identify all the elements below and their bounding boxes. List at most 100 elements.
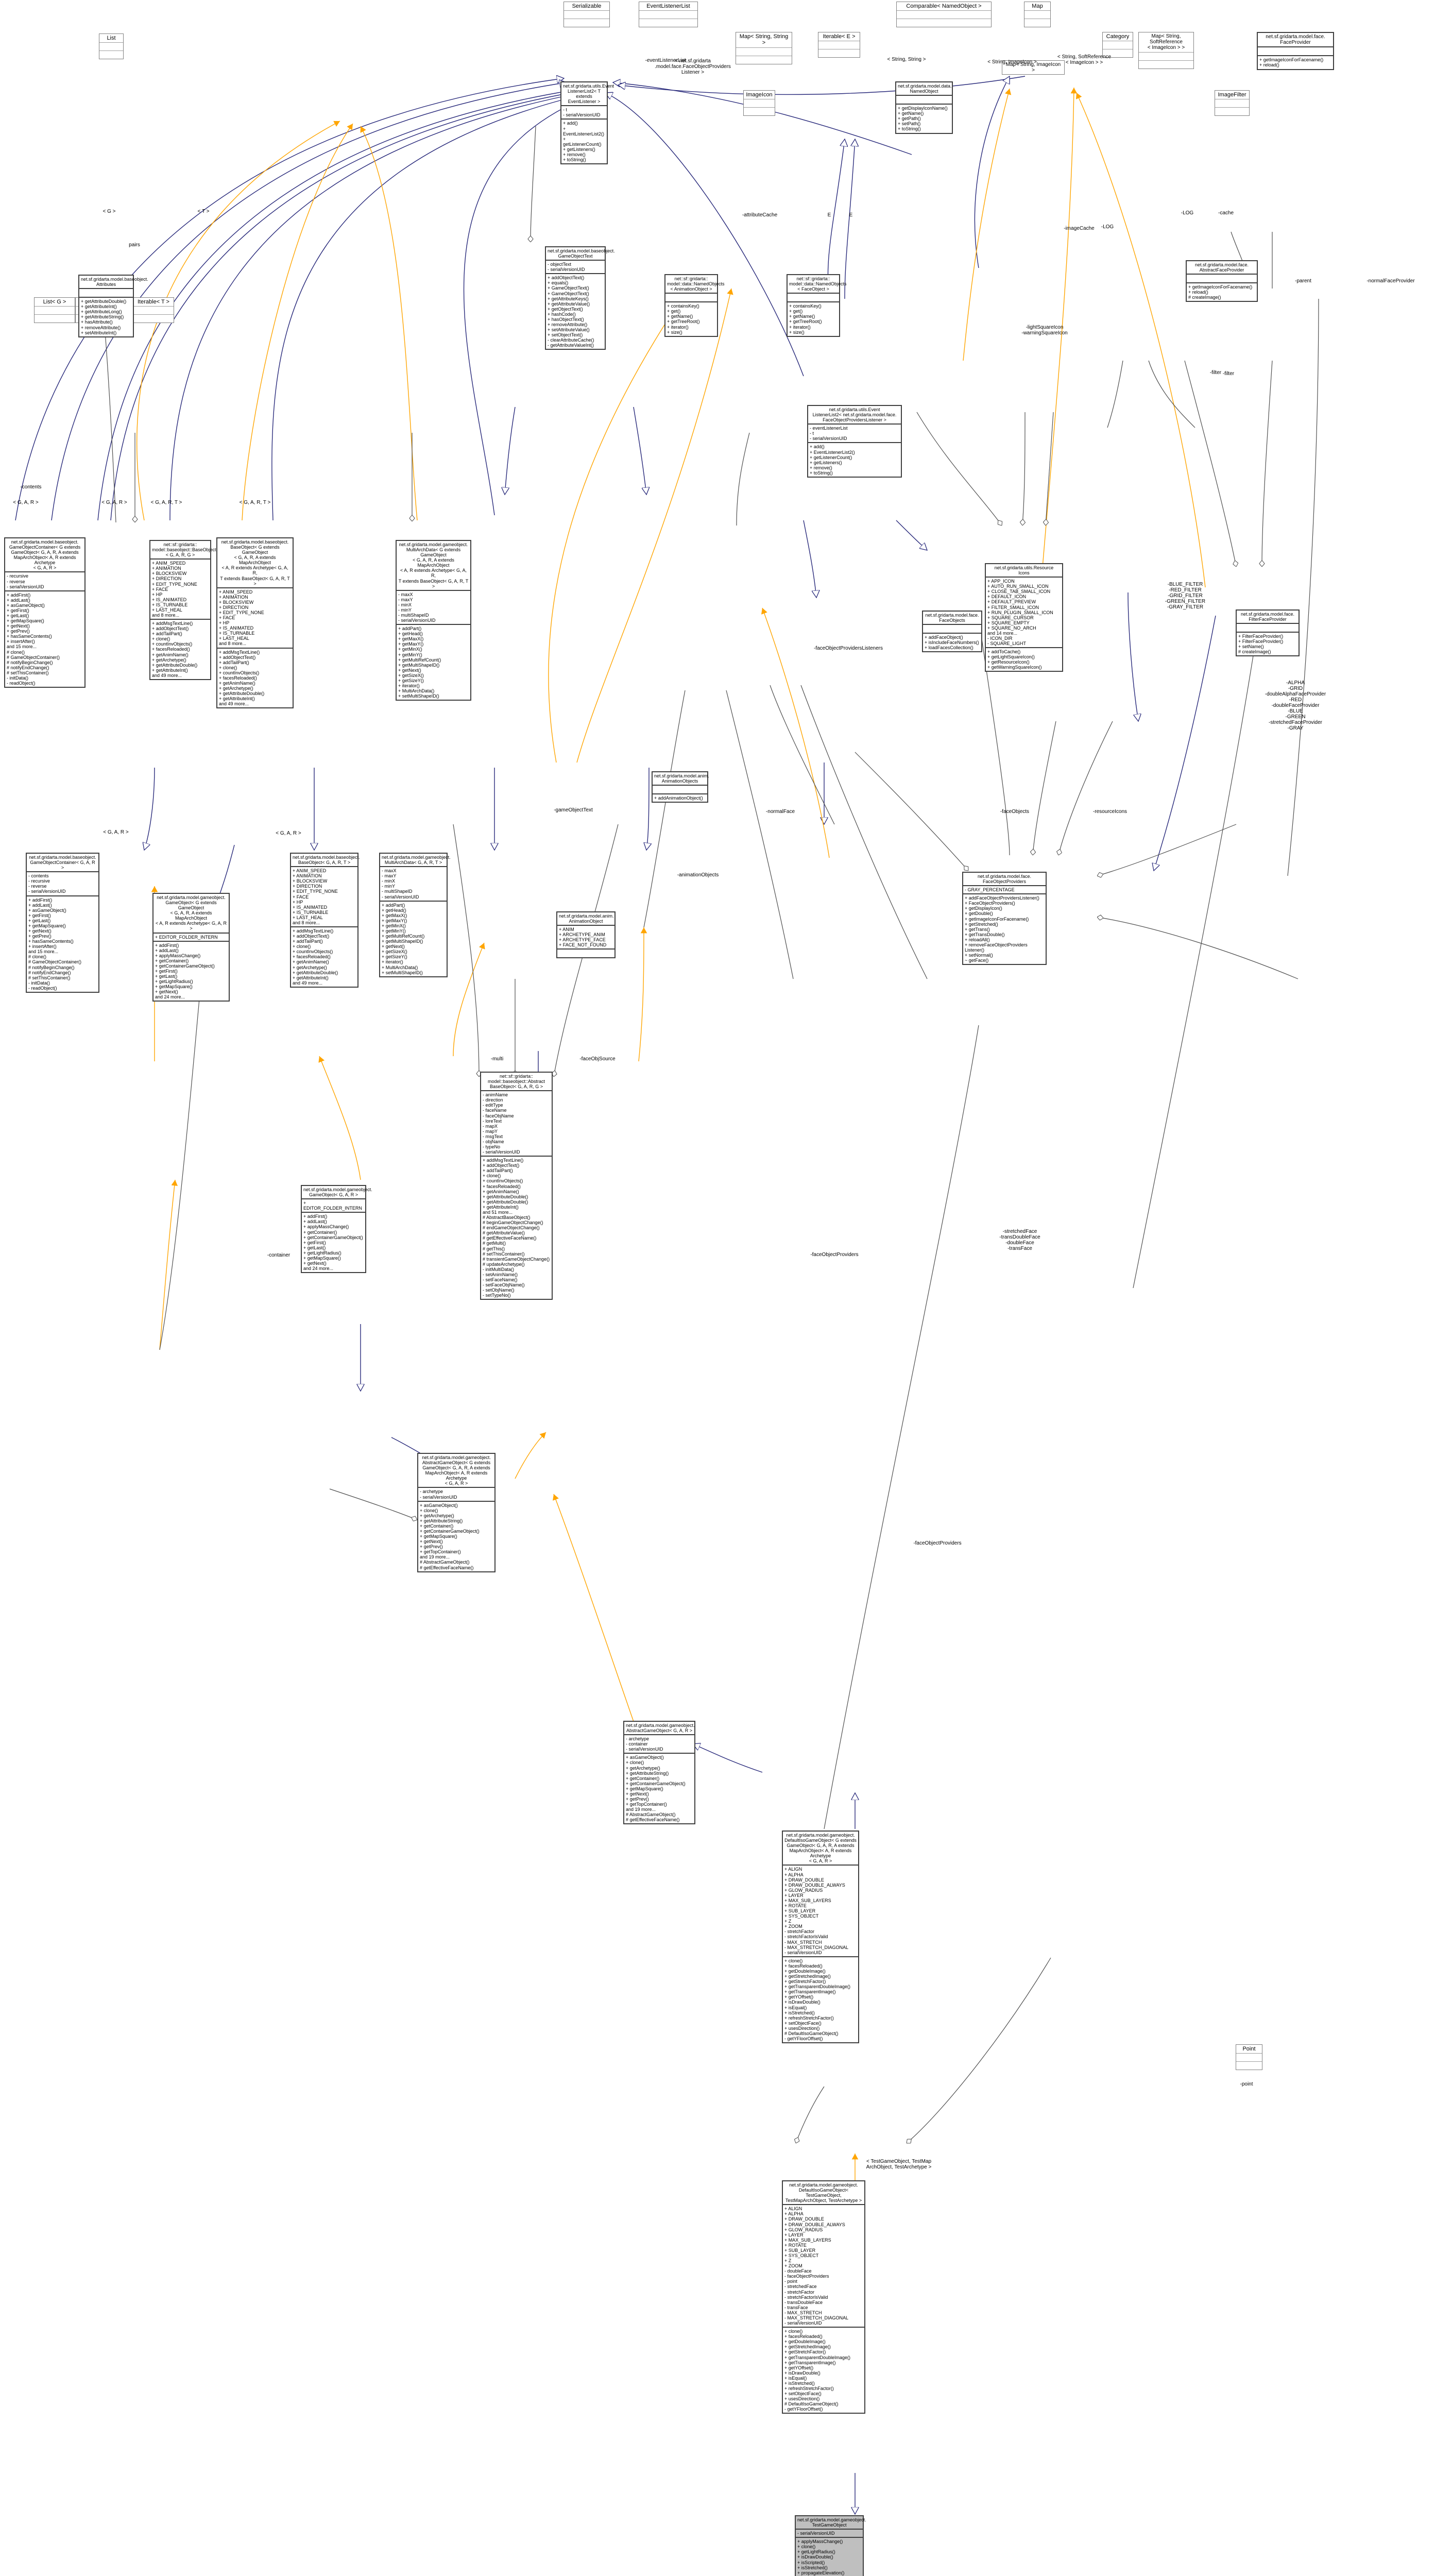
attribute: and 8 more...	[293, 920, 320, 925]
operations-section: + addToCache() + getLightSquareIcon() + …	[986, 647, 1062, 671]
class-node-imageicon[interactable]: ImageIcon	[743, 90, 775, 116]
attribute: - serialVersionUID	[797, 2531, 835, 2536]
class-node-namedobjects-animation[interactable]: net::sf::gridarta:: model::data::NamedOb…	[664, 274, 725, 337]
class-node-multiarchdata[interactable]: net.sf.gridarta.model.gameobject. MultiA…	[396, 540, 471, 701]
operation: + getTransparentDoubleImage()	[784, 2354, 850, 2360]
class-node-defaultisogameobject-test[interactable]: net.sf.gridarta.model.gameobject. Defaul…	[782, 2180, 865, 2414]
attribute: + SQUARE_NO_ARCH	[987, 625, 1036, 631]
operation: + getArchetype()	[152, 657, 186, 663]
class-node-animationobjects[interactable]: net.sf.gridarta.model.anim. AnimationObj…	[652, 771, 709, 803]
operation: + getAttributeKeys()	[548, 296, 589, 301]
operation: + getMapSquare()	[155, 984, 193, 990]
class-node-attributes[interactable]: net.sf.gridarta.model.baseobject. Attrib…	[78, 275, 148, 337]
operation: + reloadAll()	[965, 937, 990, 942]
attribute: + EDIT_TYPE_NONE	[152, 581, 197, 587]
class-node-faceobjects[interactable]: net.sf.gridarta.model.face. FaceObjects …	[922, 611, 982, 653]
class-node-baseobject-long[interactable]: net.sf.gridarta.model.baseobject. BaseOb…	[216, 537, 294, 709]
class-node-iterable-e[interactable]: Iterable< E >	[818, 32, 860, 58]
class-node-faceprovider[interactable]: net.sf.gridarta.model.face. FaceProvider…	[1257, 32, 1334, 70]
class-node-gameobjectcontainer-gar[interactable]: net.sf.gridarta.model.baseobject. GameOb…	[26, 853, 99, 993]
attributes-section: - maxX - maxY - minX - minY - multiShape…	[397, 589, 470, 624]
class-title: net.sf.gridarta.model.gameobject. Defaul…	[785, 2182, 862, 2204]
operation: + getAttributeInt()	[483, 1204, 519, 1210]
class-node-defaultisogameobject-long[interactable]: net.sf.gridarta.model.gameobject. Defaul…	[782, 1831, 859, 2044]
attribute: + ALPHA	[784, 2211, 804, 2217]
operation: Listener()	[965, 947, 985, 953]
class-node-multiarchdata-gart[interactable]: net.sf.gridarta.model.gameobject. MultiA…	[379, 853, 451, 977]
class-node-list-g[interactable]: List< G >	[34, 297, 75, 324]
operation: + toString()	[898, 126, 921, 132]
class-node-gameobjecttext[interactable]: net.sf.gridarta.model.baseobject. GameOb…	[545, 246, 615, 350]
attributes-section	[1024, 10, 1050, 19]
attribute: + ROTATE	[784, 2242, 807, 2248]
attribute: + GLOW_RADIUS	[784, 1887, 823, 1893]
class-node-comparable-namedobject[interactable]: Comparable< NamedObject >	[896, 2, 992, 28]
class-title: Iterable< T >	[138, 299, 169, 305]
attribute: - reverse	[28, 884, 47, 889]
operations-section: + addMsgTextLine() + addObjectText() + a…	[217, 647, 293, 708]
operation: # AbstractGameObject()	[626, 1812, 676, 1818]
class-node-filterfaceprovider[interactable]: net.sf.gridarta.model.face. FilterFacePr…	[1236, 609, 1300, 657]
class-node-serializable[interactable]: Serializable	[563, 2, 610, 28]
attribute: + APP_ICON	[987, 579, 1015, 584]
class-node-list[interactable]: List	[99, 33, 124, 60]
class-node-baseobject-gart[interactable]: net.sf.gridarta.model.baseobject. BaseOb…	[290, 853, 360, 988]
class-node-animationobject[interactable]: net.sf.gridarta.model.anim. AnimationObj…	[556, 911, 616, 959]
edge-label-faceobjprovlisteners: -faceObjectProvidersListeners	[814, 646, 883, 651]
operations-section: + getImageIconForFacename() + reload()	[1258, 55, 1333, 69]
class-node-abstractgameobject-long[interactable]: net.sf.gridarta.model.gameobject. Abstra…	[417, 1453, 496, 1572]
class-node-eventlistenerlist2-t[interactable]: net.sf.gridarta.utils.Event ListenerList…	[560, 81, 614, 165]
attributes-section: - archetype - serialVersionUID	[418, 1487, 494, 1500]
class-node-abstractfaceprovider[interactable]: net.sf.gridarta.model.face. AbstractFace…	[1186, 260, 1258, 302]
attribute: + EDITOR_FOLDER_INTERN	[303, 1200, 362, 1211]
operation: and 24 more...	[303, 1266, 334, 1272]
operation: + FilterFaceProvider()	[1238, 639, 1284, 645]
class-node-baseobject-garg[interactable]: net::sf::gridarta:: model::baseobject::B…	[149, 540, 216, 680]
class-node-abstractbaseobject-garg[interactable]: net::sf::gridarta:: model::baseobject::A…	[480, 1072, 553, 1300]
edge-label-e2: E	[849, 212, 853, 218]
operations-section: + getAttributeDouble() + getAttributeInt…	[79, 297, 133, 336]
operation: + getTreeRoot()	[667, 319, 700, 325]
edge-label-filters: -BLUE_FILTER -RED_FILTER -GRID_FILTER -G…	[1165, 582, 1206, 610]
class-node-gameobject-long[interactable]: net.sf.gridarta.model.gameobject. GameOb…	[152, 893, 230, 1002]
class-node-point[interactable]: Point	[1236, 2044, 1262, 2071]
class-node-category[interactable]: Category	[1102, 32, 1133, 58]
attribute: - serialVersionUID	[626, 1747, 663, 1752]
class-node-gameobjectcontainer-long[interactable]: net.sf.gridarta.model.baseobject. GameOb…	[4, 537, 86, 688]
class-node-map[interactable]: Map	[1024, 2, 1051, 28]
class-node-map-string-softref[interactable]: Map< String, SoftReference < ImageIcon >…	[1138, 32, 1194, 69]
class-node-resourceicons[interactable]: net.sf.gridarta.utils.Resource Icons + A…	[985, 563, 1063, 672]
operation: - readObject()	[28, 985, 57, 991]
attributes-section	[133, 306, 174, 314]
operation: + setPath()	[898, 121, 921, 127]
class-title: net.sf.gridarta.utils.Event ListenerList…	[563, 83, 614, 105]
attribute: - MAX_STRETCH	[784, 2310, 822, 2315]
attribute: - serialVersionUID	[810, 436, 847, 442]
class-node-namedobjects-face[interactable]: net::sf::gridarta:: model::data::NamedOb…	[787, 274, 847, 337]
operation: + getAnimName()	[483, 1189, 519, 1194]
attribute: and 14 more...	[987, 630, 1018, 636]
operation: + getTreeRoot()	[789, 319, 822, 325]
edge-label-filter: -filter	[1209, 370, 1222, 376]
attribute: - doubleFace	[784, 2268, 812, 2274]
class-node-namedobject[interactable]: net.sf.gridarta.model.data. NamedObject …	[895, 81, 953, 134]
class-node-eventlistenerlist2-fop[interactable]: net.sf.gridarta.utils.Event ListenerList…	[807, 405, 902, 478]
operation: + size()	[789, 329, 805, 335]
attribute: - serialVersionUID	[7, 584, 44, 589]
class-node-imagefilter[interactable]: ImageFilter	[1215, 90, 1250, 116]
edge-label-imagecache: -imageCache	[1064, 226, 1095, 231]
class-node-gameobject-gar[interactable]: net.sf.gridarta.model.gameobject. GameOb…	[301, 1185, 372, 1274]
operations-section: + addMsgTextLine() + addObjectText() + a…	[150, 619, 210, 679]
class-node-map-string-string[interactable]: Map< String, String >	[736, 32, 792, 64]
class-node-abstractgameobject-gar[interactable]: net.sf.gridarta.model.gameobject. Abstra…	[623, 1721, 695, 1825]
operation: and 49 more...	[152, 672, 182, 678]
class-node-faceobjectproviders[interactable]: net.sf.gridarta.model.face. FaceObjectPr…	[962, 872, 1047, 965]
class-node-map-string-imageicon[interactable]: Map< String, ImageIcon >	[1002, 60, 1065, 75]
operation: + getName()	[667, 314, 693, 319]
class-node-iterable-t[interactable]: Iterable< T >	[133, 297, 174, 324]
class-node-eventlistenerlist[interactable]: EventListenerList	[639, 2, 698, 28]
operation: + insertAfter()	[28, 944, 57, 950]
class-node-testgameobject[interactable]: net.sf.gridarta.model.gameobject. TestGa…	[795, 2515, 866, 2576]
attributes-section: + ALIGN + ALPHA + DRAW_DOUBLE + DRAW_DOU…	[783, 2204, 864, 2327]
